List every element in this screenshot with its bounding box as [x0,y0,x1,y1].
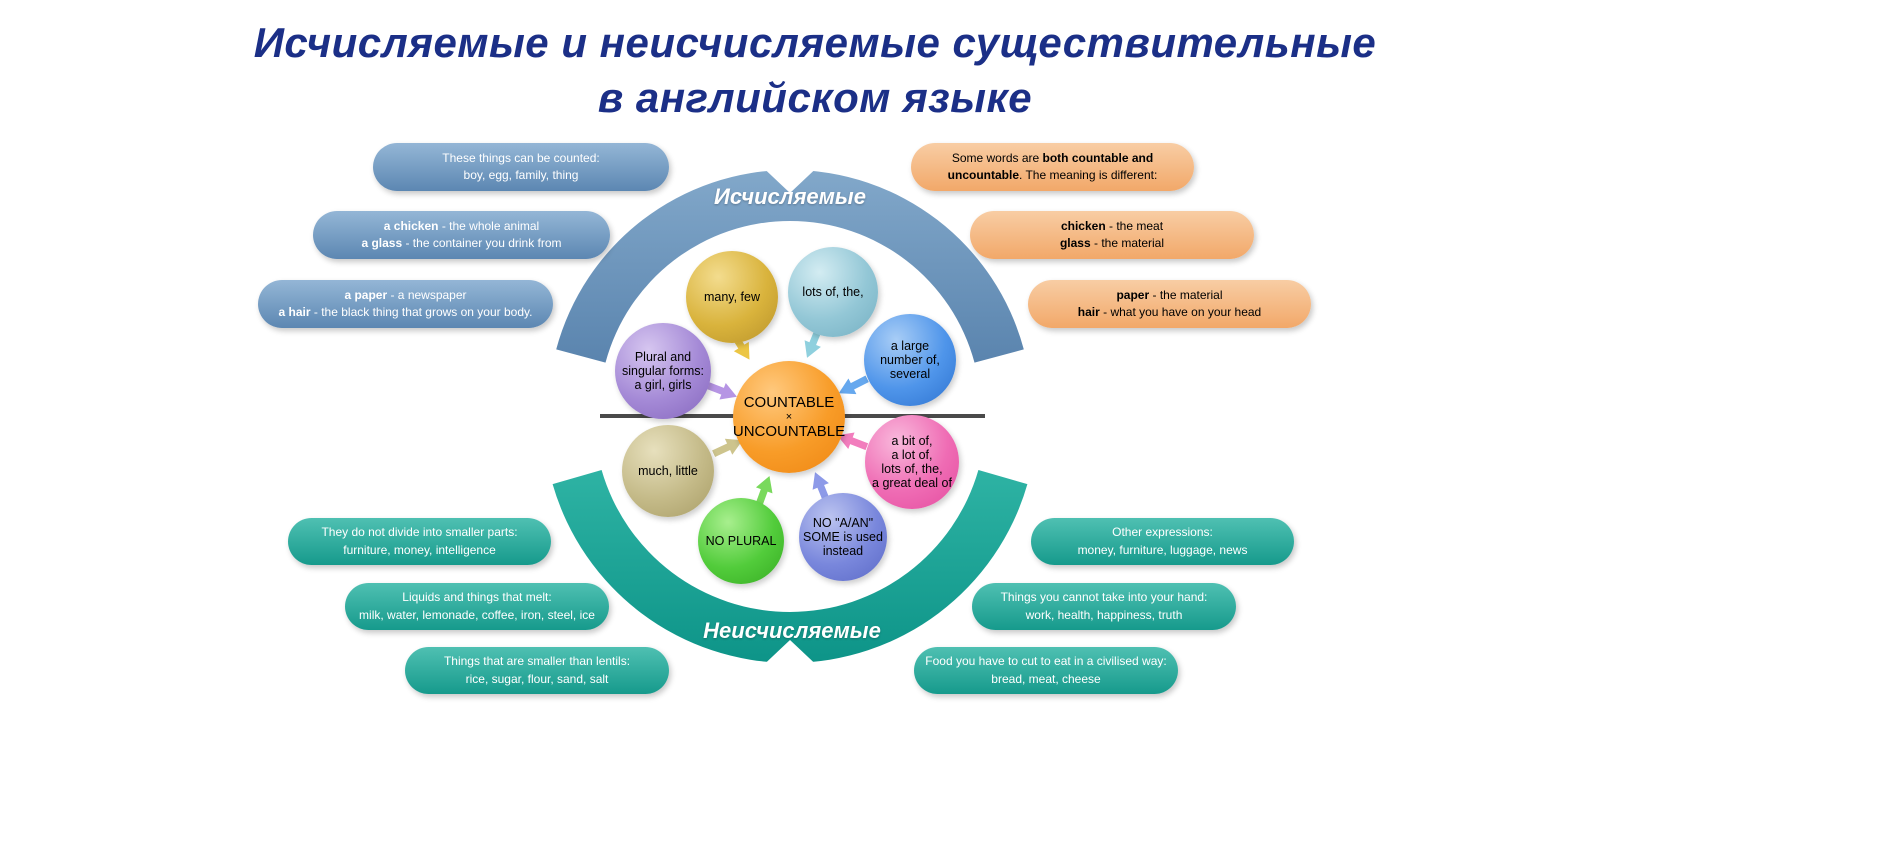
note-line: Other expressions: [1112,525,1213,540]
note-line: boy, egg, family, thing [463,168,579,182]
bubble-many-few-label: many, few [703,289,761,304]
note-line: a chicken - the whole animal [383,218,540,233]
title-line2: в английском языке [597,73,1033,121]
center-uncountable-label: UNCOUNTABLE [732,422,846,440]
note-line: Food you have to cut to eat in a civilis… [925,654,1167,669]
bubble-no-plural: NO PLURAL [698,498,784,584]
bubble-no-plural-label: NO PLURAL [705,533,777,548]
note-line: rice, sugar, flour, sand, salt [465,671,609,686]
page-title: Исчисляемые и неисчисляемые существитель… [0,16,1630,125]
bubble-a-bit-of-label: a bit of, a lot of, lots of, the, a grea… [872,433,952,491]
bubble-lots-of-the: lots of, the, [788,247,878,337]
bubble-no-a-an: NO "A/AN" SOME is used instead [799,493,887,581]
note-both-chicken-glass: chicken - the meat glass - the material [970,211,1254,259]
note-line: a paper - a newspaper [344,287,467,302]
note-uncountable-liquids: Liquids and things that melt: milk, wate… [345,583,609,630]
note-countable-counted: These things can be counted: boy, egg, f… [373,143,669,191]
note-line: uncountable. The meaning is different: [947,168,1158,182]
center-countable-label: COUNTABLE [743,394,835,412]
note-line: a hair - the black thing that grows on y… [278,305,533,319]
note-uncountable-hand: Things you cannot take into your hand: w… [972,583,1236,630]
note-line: bread, meat, cheese [991,671,1101,686]
note-both-intro: Some words are both countable and uncoun… [911,143,1194,191]
note-line: money, furniture, luggage, news [1077,542,1248,557]
note-both-paper-hair: paper - the material hair - what you hav… [1028,280,1311,328]
countable-arc-notch [764,168,816,193]
bubble-plural-singular-label: Plural and singular forms: a girl, girls [622,349,704,393]
bubble-much-little: much, little [622,425,714,517]
note-uncountable-food: Food you have to cut to eat in a civilis… [914,647,1178,694]
countable-arc-label: Исчисляемые [714,184,866,209]
center-x-label: × [785,410,793,423]
bubble-many-few: many, few [686,251,778,343]
note-countable-paper-hair: a paper - a newspaper a hair - the black… [258,280,553,328]
uncountable-arc [552,470,1028,663]
center-bubble-text: COUNTABLE × UNCOUNTABLE [733,394,845,440]
bubble-plural-singular: Plural and singular forms: a girl, girls [615,323,711,419]
countable-arc [556,169,1024,363]
bubble-no-a-an-label: NO "A/AN" SOME is used instead [803,515,883,559]
note-line: Some words are both countable and [951,150,1154,165]
bubble-a-large-number: a large number of, several [864,314,956,406]
note-line: Liquids and things that melt: [402,590,552,605]
note-line: They do not divide into smaller parts: [321,525,518,540]
note-uncountable-parts: They do not divide into smaller parts: f… [288,518,551,565]
bubble-lots-of-the-label: lots of, the, [802,284,864,299]
note-line: glass - the material [1059,236,1165,250]
note-line: These things can be counted: [442,150,600,165]
uncountable-arc-notch [764,640,816,665]
note-line: work, health, happiness, truth [1025,607,1183,622]
uncountable-arc-label: Неисчисляемые [703,618,881,643]
note-line: Things that are smaller than lentils: [443,654,631,669]
title-line1: Исчисляемые и неисчисляемые существитель… [253,19,1377,66]
bubble-countable-uncountable: COUNTABLE × UNCOUNTABLE [733,361,845,473]
note-uncountable-lentils: Things that are smaller than lentils: ri… [405,647,669,694]
note-line: paper - the material [1116,287,1223,302]
note-line: chicken - the meat [1060,218,1164,233]
bubble-much-little-label: much, little [638,463,698,478]
bubble-a-large-number-label: a large number of, several [880,338,940,382]
note-countable-chicken-glass: a chicken - the whole animal a glass - t… [313,211,610,259]
note-line: furniture, money, intelligence [343,542,496,557]
note-line: milk, water, lemonade, coffee, iron, ste… [359,607,595,622]
note-line: a glass - the container you drink from [361,236,562,250]
note-line: hair - what you have on your head [1077,305,1262,319]
note-uncountable-expressions: Other expressions: money, furniture, lug… [1031,518,1294,565]
bubble-a-bit-of: a bit of, a lot of, lots of, the, a grea… [865,415,959,509]
note-line: Things you cannot take into your hand: [1000,590,1208,605]
